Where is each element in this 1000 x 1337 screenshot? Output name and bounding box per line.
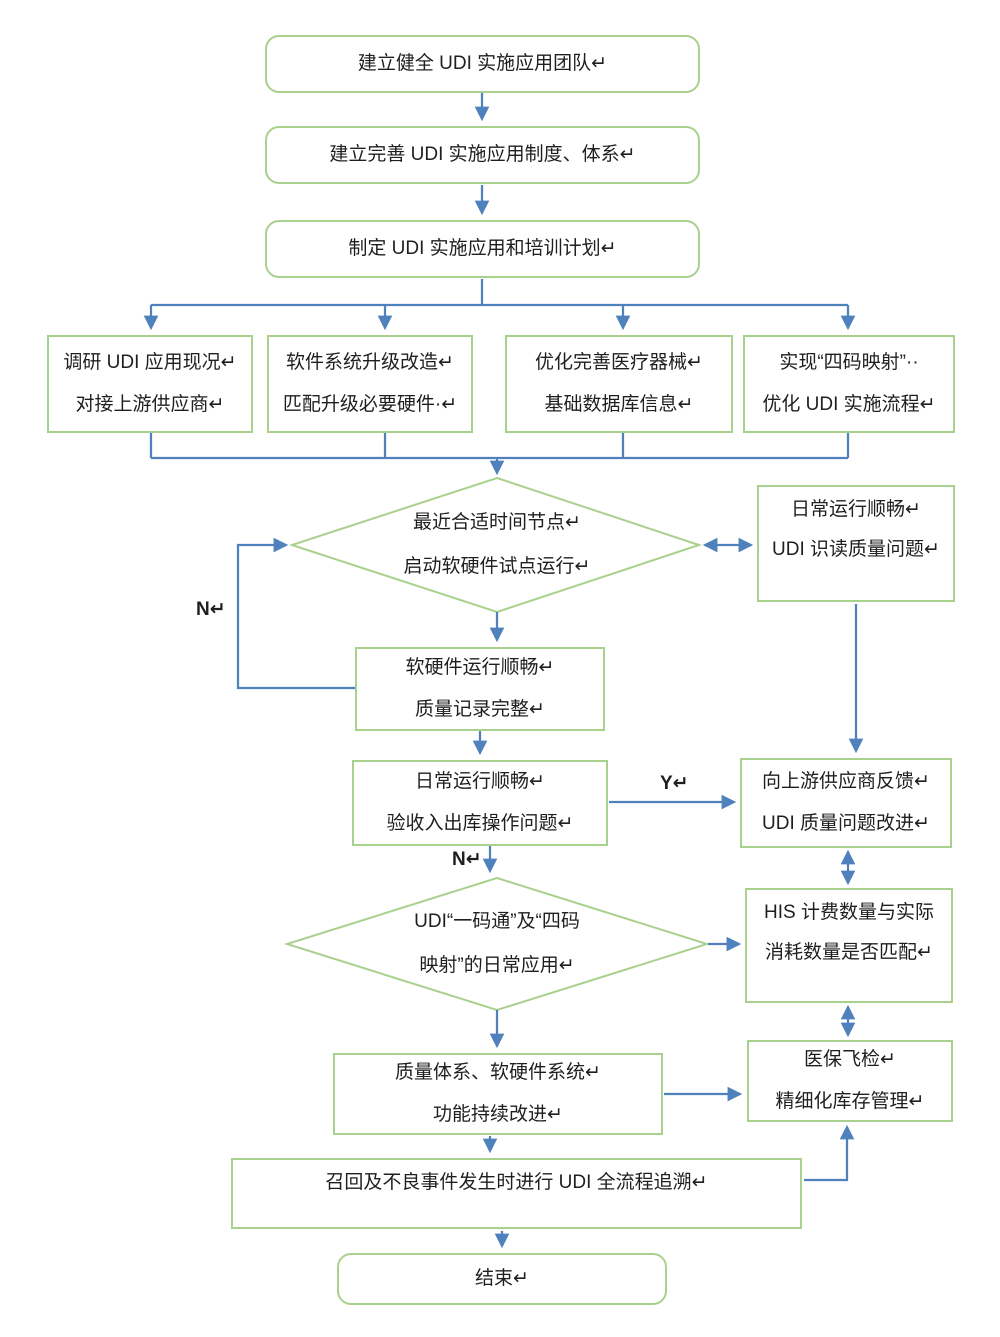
edge-label-n-loop: N↵	[196, 599, 226, 620]
node-fourcode-line2: 优化 UDI 实施流程↵	[762, 394, 936, 415]
decision-pilot-line2: 启动软硬件试点运行↵	[403, 556, 591, 577]
node-team-text: 建立健全 UDI 实施应用团队↵	[357, 53, 608, 74]
node-run-smooth: 软硬件运行顺畅↵ 质量记录完整↵	[355, 647, 605, 731]
node-survey-line1: 调研 UDI 应用现况↵	[63, 352, 237, 373]
decision-codeapply-text: UDI“一码通”及“四码 映射”的日常应用↵	[320, 900, 674, 988]
edge-label-n-branch: N↵	[452, 849, 482, 870]
node-improve-line1: 质量体系、软硬件系统↵	[395, 1062, 601, 1083]
node-survey-line2: 对接上游供应商↵	[75, 394, 225, 415]
node-read-quality-line1: 日常运行顺畅↵	[791, 499, 921, 520]
node-recall-text: 召回及不良事件发生时进行 UDI 全流程追溯↵	[325, 1172, 708, 1193]
edge-n-loop	[236, 537, 355, 690]
node-run-smooth-line1: 软硬件运行顺畅↵	[405, 657, 555, 678]
node-end-text: 结束↵	[475, 1268, 529, 1289]
node-institution: 建立完善 UDI 实施应用制度、体系↵	[265, 126, 700, 184]
node-database-line2: 基础数据库信息↵	[544, 394, 694, 415]
node-team: 建立健全 UDI 实施应用团队↵	[265, 35, 700, 93]
node-his-match: HIS 计费数量与实际 消耗数量是否匹配↵	[745, 888, 953, 1003]
node-database-line1: 优化完善医疗器械↵	[535, 352, 703, 373]
node-his-match-line1: HIS 计费数量与实际	[764, 902, 934, 923]
node-software: 软件系统升级改造↵ 匹配升级必要硬件·↵	[267, 335, 473, 433]
node-end: 结束↵	[337, 1253, 667, 1305]
node-software-line1: 软件系统升级改造↵	[286, 352, 454, 373]
edge-recall-to-insurance	[804, 1124, 855, 1182]
decision-codeapply-line1: UDI“一码通”及“四码	[414, 911, 580, 932]
node-read-quality: 日常运行顺畅↵ UDI 识读质量问题↵	[757, 485, 955, 602]
node-survey: 调研 UDI 应用现况↵ 对接上游供应商↵	[47, 335, 253, 433]
node-daily-run: 日常运行顺畅↵ 验收入出库操作问题↵	[352, 760, 608, 846]
node-database: 优化完善医疗器械↵ 基础数据库信息↵	[505, 335, 733, 433]
node-insurance-line1: 医保飞检↵	[804, 1049, 896, 1070]
node-insurance-line2: 精细化库存管理↵	[775, 1091, 925, 1112]
edge-label-y-branch: Y↵	[660, 773, 689, 794]
node-software-line2: 匹配升级必要硬件·↵	[282, 394, 458, 415]
node-daily-run-line2: 验收入出库操作问题↵	[386, 813, 574, 834]
node-supplier-feedback: 向上游供应商反馈↵ UDI 质量问题改进↵	[740, 758, 952, 848]
node-insurance: 医保飞检↵ 精细化库存管理↵	[747, 1040, 953, 1122]
node-fourcode-line1: 实现“四码映射”··	[779, 352, 919, 373]
node-improve-line2: 功能持续改进↵	[433, 1104, 563, 1125]
node-read-quality-line2: UDI 识读质量问题↵	[772, 539, 940, 560]
node-supplier-feedback-line1: 向上游供应商反馈↵	[762, 771, 930, 792]
node-improve: 质量体系、软硬件系统↵ 功能持续改进↵	[333, 1053, 663, 1135]
node-recall: 召回及不良事件发生时进行 UDI 全流程追溯↵	[231, 1158, 802, 1229]
decision-codeapply-line2: 映射”的日常应用↵	[419, 955, 575, 976]
node-fourcode: 实现“四码映射”·· 优化 UDI 实施流程↵	[743, 335, 955, 433]
node-institution-text: 建立完善 UDI 实施应用制度、体系↵	[329, 144, 636, 165]
node-his-match-line2: 消耗数量是否匹配↵	[765, 942, 933, 963]
decision-pilot-line1: 最近合适时间节点↵	[413, 512, 581, 533]
node-plan-text: 制定 UDI 实施应用和培训计划↵	[348, 238, 617, 259]
node-plan: 制定 UDI 实施应用和培训计划↵	[265, 220, 700, 278]
node-supplier-feedback-line2: UDI 质量问题改进↵	[762, 813, 930, 834]
decision-pilot-text: 最近合适时间节点↵ 启动软硬件试点运行↵	[320, 501, 674, 589]
node-run-smooth-line2: 质量记录完整↵	[415, 699, 545, 720]
node-daily-run-line1: 日常运行顺畅↵	[415, 771, 545, 792]
